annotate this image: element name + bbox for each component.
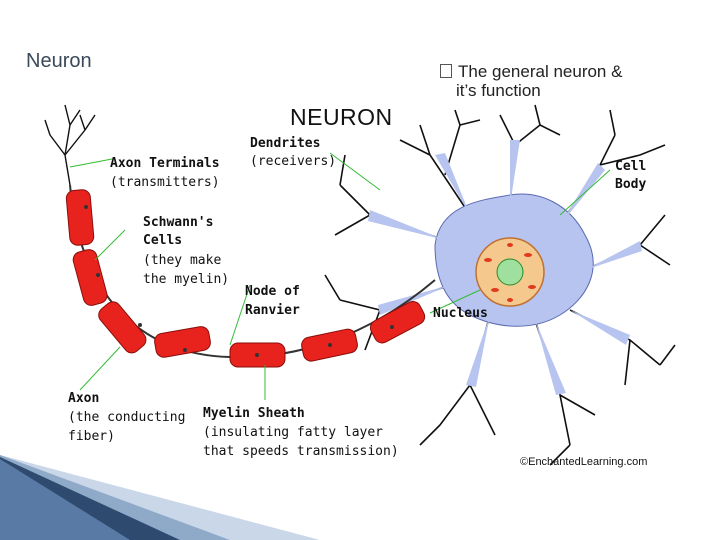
- label-node-2: Ranvier: [245, 303, 300, 318]
- label-myelin-sub1: (insulating fatty layer: [203, 425, 383, 440]
- label-myelin-sub2: that speeds transmission): [203, 444, 399, 459]
- bullet-box-icon: [440, 64, 452, 78]
- label-axon-terminals-sub: (transmitters): [110, 175, 220, 190]
- label-axon: Axon: [68, 391, 99, 406]
- label-node-1: Node of: [245, 284, 300, 299]
- label-nucleus: Nucleus: [433, 306, 488, 321]
- nucleus: [475, 237, 545, 307]
- label-cell-body-2: Body: [615, 177, 646, 192]
- label-myelin: Myelin Sheath: [203, 406, 305, 421]
- label-schwann-2: Cells: [143, 233, 182, 248]
- label-axon-sub1: (the conducting: [68, 410, 185, 425]
- label-schwann-4: the myelin): [143, 272, 229, 287]
- label-axon-terminals: Axon Terminals: [110, 156, 220, 171]
- myelin-sheath: [65, 189, 426, 368]
- footer-decoration: [0, 455, 320, 540]
- label-schwann-3: (they make: [143, 253, 221, 268]
- slide-title: Neuron: [26, 50, 92, 72]
- label-axon-sub2: fiber): [68, 429, 115, 444]
- diagram-heading: NEURON: [290, 104, 393, 130]
- label-dendrites: Dendrites: [250, 136, 320, 151]
- label-schwann-1: Schwann's: [143, 215, 213, 230]
- bullet-line-1: The general neuron &: [458, 62, 623, 81]
- neuron-diagram: NEURON: [44, 104, 676, 468]
- label-cell-body-1: Cell: [615, 159, 646, 174]
- bullet-line-2: it’s function: [456, 81, 541, 100]
- credit-text: ©EnchantedLearning.com: [520, 456, 647, 468]
- bullet-text: The general neuron & it’s function: [440, 62, 710, 100]
- axon-terminals: [44, 104, 96, 186]
- label-dendrites-sub: (receivers): [250, 154, 336, 169]
